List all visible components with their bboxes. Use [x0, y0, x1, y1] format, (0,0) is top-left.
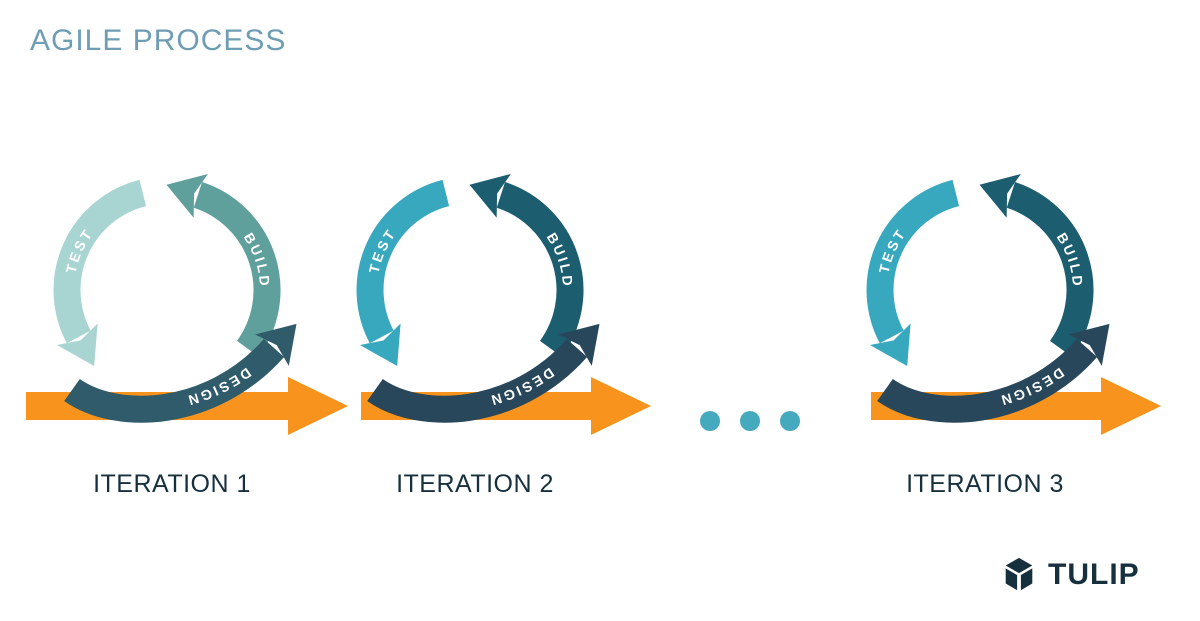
design-arrow	[64, 338, 285, 423]
timeline-arrowhead-icon	[1101, 377, 1161, 435]
build-arrowhead-icon	[979, 173, 1021, 218]
agile-cycle-3: TEST BUILD DESIGN	[866, 173, 1161, 435]
test-arrowhead-icon	[359, 323, 401, 367]
build-arrow	[193, 182, 281, 357]
agile-cycle-1: TEST BUILD DESIGN	[26, 173, 348, 435]
tulip-logo: TULIP	[1000, 556, 1140, 594]
timeline-arrowhead-icon	[288, 377, 348, 435]
design-arrowhead-icon	[1068, 323, 1110, 366]
ellipsis-dots	[700, 411, 800, 431]
ellipsis-dot	[740, 411, 760, 431]
design-arrowhead-icon	[558, 323, 600, 366]
test-arrow	[866, 179, 960, 344]
ellipsis-dot	[700, 411, 720, 431]
tulip-logo-text: TULIP	[1048, 558, 1140, 591]
build-arrow	[1006, 182, 1094, 357]
ellipsis-dot	[780, 411, 800, 431]
page-title: AGILE PROCESS	[30, 24, 287, 57]
agile-cycle-2: TEST BUILD DESIGN	[356, 173, 651, 435]
build-arrowhead-icon	[469, 173, 511, 218]
test-arrow	[53, 179, 147, 344]
design-arrow	[367, 338, 588, 423]
timeline-arrowhead-icon	[591, 377, 651, 435]
test-arrowhead-icon	[869, 323, 911, 367]
design-arrowhead-icon	[255, 323, 297, 366]
iteration-3-label: ITERATION 3	[906, 470, 1064, 498]
test-arrow	[356, 179, 450, 344]
iteration-1-label: ITERATION 1	[93, 470, 251, 498]
design-arrow	[877, 338, 1098, 423]
test-arrowhead-icon	[56, 323, 98, 367]
iteration-2-label: ITERATION 2	[396, 470, 554, 498]
build-arrow	[496, 182, 584, 357]
build-arrowhead-icon	[166, 173, 208, 218]
tulip-cube-icon	[1005, 557, 1033, 591]
